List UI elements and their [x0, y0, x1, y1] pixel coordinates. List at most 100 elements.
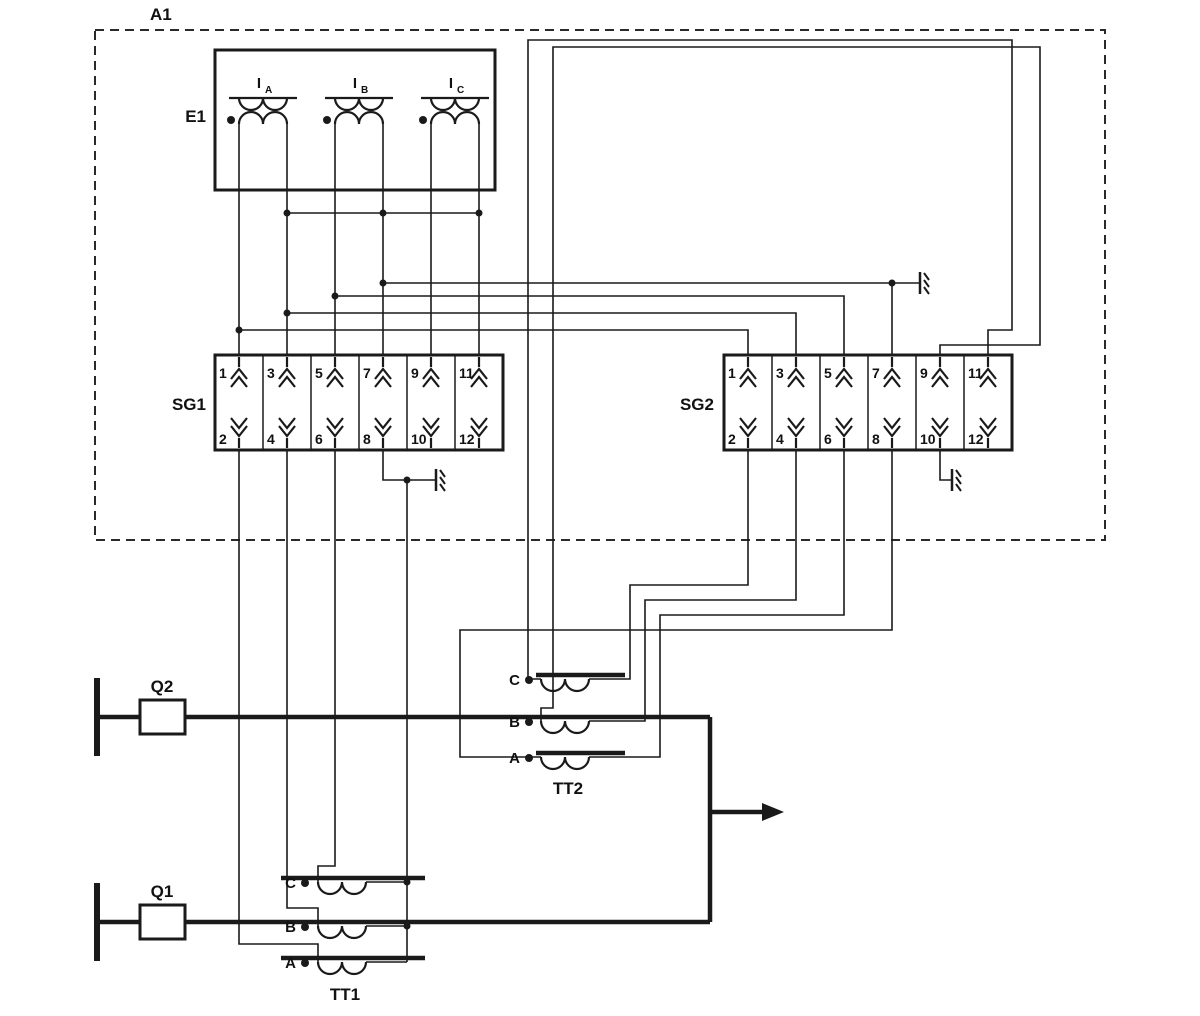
phase-label: A — [285, 955, 296, 972]
terminal-number: 4 — [267, 431, 275, 447]
junction-dot — [475, 209, 483, 217]
wire-sg1-tt1 — [317, 450, 336, 882]
winding-label: I — [353, 75, 357, 92]
junction-dot — [235, 326, 243, 334]
polarity-dot — [227, 116, 235, 124]
q2-label: Q2 — [151, 677, 174, 696]
winding-symbol — [229, 96, 297, 125]
winding-label: I — [449, 75, 453, 92]
winding-sub-label: C — [457, 85, 464, 96]
terminal-number: 2 — [219, 431, 227, 447]
ct-coil — [539, 756, 591, 771]
winding-sub-label: B — [361, 85, 368, 96]
terminal-number: 11 — [968, 365, 983, 381]
sg2-terminal-block: 1 3 5 7 9 11 2 4 6 8 10 12 SG2 — [680, 353, 1014, 452]
tt2-label: TT2 — [553, 779, 583, 798]
e1-box — [213, 48, 497, 192]
winding-symbol — [325, 96, 393, 125]
polarity-dot — [301, 879, 309, 887]
terminal-number: 1 — [728, 365, 736, 381]
arrow-head — [762, 803, 784, 821]
polarity-dot — [419, 116, 427, 124]
phase-label: C — [509, 672, 520, 689]
phase-label: A — [509, 750, 520, 767]
e1-winding-b: I B — [323, 75, 393, 125]
terminal-number: 6 — [824, 431, 832, 447]
ct-coil — [316, 961, 368, 976]
terminal-number: 10 — [411, 431, 427, 447]
polarity-dot — [525, 676, 533, 684]
junction-dot — [331, 292, 339, 300]
a1-dashed-box — [94, 29, 1106, 541]
junction-dot — [283, 309, 291, 317]
q2-breaker-box — [138, 698, 187, 736]
wire-sg1-tt1 — [238, 450, 319, 962]
wire-branch-sg2 — [287, 312, 797, 355]
terminal-number: 1 — [219, 365, 227, 381]
ct-coil — [316, 881, 368, 896]
terminal-number: 5 — [824, 365, 832, 381]
a1-module-boundary: A1 — [94, 5, 1106, 541]
wire-sg2-tt2 — [459, 450, 893, 758]
terminal-number: 9 — [411, 365, 419, 381]
wire-sg2-tt2 — [589, 450, 749, 680]
polarity-dot — [323, 116, 331, 124]
junction-dots — [235, 209, 896, 930]
junction-dot — [403, 878, 411, 886]
tt1-ct-block: C B A TT1 — [281, 875, 425, 1004]
polarity-dot — [301, 959, 309, 967]
terminal-number: 12 — [459, 431, 475, 447]
e1-transformer-block: E1 I A I B I C — [185, 48, 497, 192]
sg1-label: SG1 — [172, 395, 206, 414]
wire-loop — [540, 46, 1041, 721]
terminal-number: 6 — [315, 431, 323, 447]
terminal-number: 9 — [920, 365, 928, 381]
wire-sg2-ground — [939, 450, 952, 481]
winding-symbol — [421, 96, 489, 125]
sg1-terminal-block: 1 3 5 7 9 11 2 4 6 8 10 12 SG1 — [172, 353, 505, 452]
junction-dot — [283, 209, 291, 217]
terminal-number: 5 — [315, 365, 323, 381]
phase-label: B — [285, 919, 296, 936]
polarity-dot — [301, 923, 309, 931]
tt2-ct-block: C B A TT2 — [509, 672, 625, 798]
polarity-dot — [525, 754, 533, 762]
phase-label: C — [285, 875, 296, 892]
wire-branch-sg2 — [239, 329, 749, 355]
terminal-number: 2 — [728, 431, 736, 447]
e1-winding-c: I C — [419, 75, 489, 125]
ct-coil — [316, 925, 368, 940]
sg2-label: SG2 — [680, 395, 714, 414]
polarity-dot — [525, 718, 533, 726]
phase-label: B — [509, 714, 520, 731]
wire-sg2-tt2 — [589, 450, 845, 758]
junction-dot — [403, 476, 411, 484]
q1-label: Q1 — [151, 882, 174, 901]
winding-label: I — [257, 75, 261, 92]
junction-dot — [379, 279, 387, 287]
terminal-number: 3 — [776, 365, 784, 381]
terminal-number: 3 — [267, 365, 275, 381]
q1-breaker-box — [138, 903, 187, 941]
wire-sg1-ground — [382, 450, 436, 481]
terminal-number: 8 — [363, 431, 371, 447]
terminal-number: 7 — [872, 365, 880, 381]
junction-dot — [888, 279, 896, 287]
terminal-number: 10 — [920, 431, 936, 447]
terminal-number: 12 — [968, 431, 984, 447]
wire-branch-sg2 — [335, 295, 845, 355]
terminal-number: 4 — [776, 431, 784, 447]
tt1-label: TT1 — [330, 985, 360, 1004]
primary-circuit: Q2 Q1 — [94, 677, 784, 961]
wire-sg1-tt1 — [286, 450, 319, 926]
wire-sg2-tt2 — [589, 450, 797, 722]
ct-coil — [539, 720, 591, 735]
winding-sub-label: A — [265, 85, 272, 96]
a1-label: A1 — [150, 5, 172, 24]
e1-label: E1 — [185, 107, 206, 126]
junction-dot — [379, 209, 387, 217]
ct-coil — [539, 678, 591, 693]
terminal-number: 7 — [363, 365, 371, 381]
